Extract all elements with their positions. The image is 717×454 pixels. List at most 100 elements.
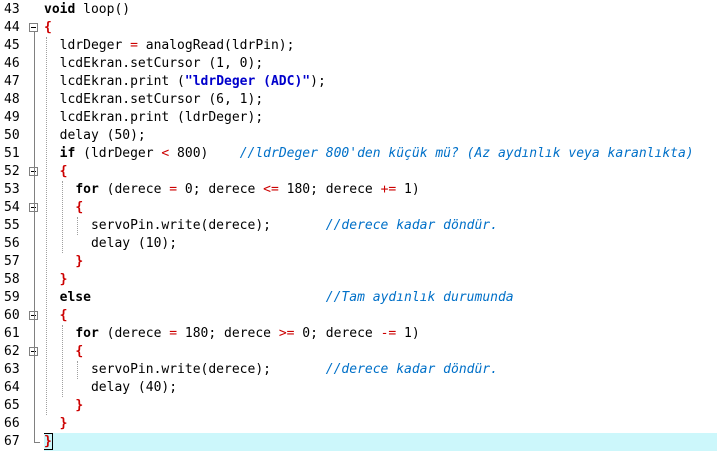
code-line[interactable]: delay (40); bbox=[44, 379, 717, 397]
indent-guide bbox=[61, 325, 63, 397]
code-area[interactable]: void loop(){ ldrDeger = analogRead(ldrPi… bbox=[44, 0, 717, 454]
code-token: = bbox=[169, 326, 178, 341]
code-line[interactable]: if (ldrDeger < 800) //ldrDeger 800'den k… bbox=[44, 145, 717, 163]
code-line[interactable]: lcdEkran.print (ldrDeger); bbox=[44, 109, 717, 127]
code-token: 1) bbox=[396, 182, 420, 197]
line-number: 66 bbox=[4, 416, 20, 431]
code-token: else bbox=[59, 290, 91, 305]
code-token: lcdEkran.setCursor (1, 0); bbox=[44, 56, 264, 71]
code-token bbox=[91, 290, 326, 305]
code-token: "ldrDeger (ADC)" bbox=[184, 74, 311, 89]
code-token: ldrDeger bbox=[44, 38, 131, 53]
code-line[interactable]: { bbox=[44, 343, 717, 361]
code-token: 800) bbox=[169, 146, 240, 161]
line-number: 47 bbox=[4, 74, 20, 89]
code-token: -= bbox=[380, 326, 397, 341]
code-token: } bbox=[44, 433, 53, 450]
line-number: 59 bbox=[4, 290, 20, 305]
code-line[interactable]: { bbox=[44, 307, 717, 325]
fold-toggle-icon[interactable] bbox=[29, 203, 38, 212]
code-token: <= bbox=[263, 182, 279, 197]
code-token bbox=[44, 182, 75, 197]
line-number: 48 bbox=[4, 92, 20, 107]
line-number: 55 bbox=[4, 218, 20, 233]
code-token: servoPin.write(derece); bbox=[44, 362, 326, 377]
code-token: (ldrDeger bbox=[75, 146, 162, 161]
code-token: = bbox=[130, 38, 138, 53]
line-number: 60 bbox=[4, 308, 20, 323]
code-token: 0; derece bbox=[294, 326, 381, 341]
code-token: } bbox=[75, 398, 84, 413]
code-token: >= bbox=[278, 326, 295, 341]
fold-end-marker bbox=[34, 442, 40, 443]
line-number: 67 bbox=[4, 434, 20, 449]
code-line[interactable]: delay (10); bbox=[44, 235, 717, 253]
line-number: 49 bbox=[4, 110, 20, 125]
code-line[interactable]: delay (50); bbox=[44, 127, 717, 145]
line-number: 54 bbox=[4, 200, 20, 215]
code-token: { bbox=[59, 164, 68, 179]
indent-guide bbox=[77, 361, 79, 379]
code-token: if bbox=[59, 146, 76, 161]
line-number: 64 bbox=[4, 380, 20, 395]
line-number: 53 bbox=[4, 182, 20, 197]
code-token: delay (40); bbox=[44, 380, 178, 395]
fold-margin[interactable] bbox=[27, 0, 44, 454]
code-token: } bbox=[75, 254, 84, 269]
indent-guide bbox=[61, 181, 63, 253]
code-line[interactable]: } bbox=[44, 271, 717, 289]
code-line[interactable]: lcdEkran.setCursor (6, 1); bbox=[44, 91, 717, 109]
code-line[interactable]: { bbox=[44, 199, 717, 217]
code-line[interactable]: for (derece = 0; derece <= 180; derece +… bbox=[44, 181, 717, 199]
code-line[interactable]: } bbox=[44, 397, 717, 415]
code-token bbox=[44, 398, 75, 413]
fold-toggle-icon[interactable] bbox=[29, 167, 38, 176]
code-token: { bbox=[75, 200, 84, 215]
line-number: 45 bbox=[4, 38, 20, 53]
code-token: (derece bbox=[98, 182, 170, 197]
code-line[interactable]: } bbox=[44, 415, 717, 433]
fold-toggle-icon[interactable] bbox=[29, 23, 38, 32]
line-number: 44 bbox=[4, 20, 20, 35]
line-number: 50 bbox=[4, 128, 20, 143]
code-line[interactable]: for (derece = 180; derece >= 0; derece -… bbox=[44, 325, 717, 343]
code-token: { bbox=[59, 308, 68, 323]
code-token: lcdEkran.print ( bbox=[44, 74, 185, 89]
code-token: < bbox=[161, 146, 170, 161]
current-code-line[interactable]: } bbox=[44, 433, 717, 451]
code-token: lcdEkran.setCursor (6, 1); bbox=[44, 92, 264, 107]
code-line[interactable]: lcdEkran.print ("ldrDeger (ADC)"); bbox=[44, 73, 717, 91]
line-number: 62 bbox=[4, 344, 20, 359]
code-line[interactable]: void loop() bbox=[44, 1, 717, 19]
line-number: 46 bbox=[4, 56, 20, 71]
code-line[interactable]: lcdEkran.setCursor (1, 0); bbox=[44, 55, 717, 73]
code-line[interactable]: { bbox=[44, 163, 717, 181]
code-token: analogRead(ldrPin); bbox=[137, 38, 295, 53]
code-token: for bbox=[75, 326, 99, 341]
line-number: 58 bbox=[4, 272, 20, 287]
code-line[interactable]: { bbox=[44, 19, 717, 37]
code-token: loop() bbox=[75, 2, 131, 17]
line-number: 51 bbox=[4, 146, 20, 161]
fold-tree-line bbox=[34, 32, 35, 442]
code-token: ); bbox=[310, 74, 326, 89]
indent-guide bbox=[46, 37, 47, 415]
code-token: (derece bbox=[98, 326, 170, 341]
code-line[interactable]: servoPin.write(derece); //derece kadar d… bbox=[44, 361, 717, 379]
line-number: 52 bbox=[4, 164, 20, 179]
line-number: 63 bbox=[4, 362, 20, 377]
code-line[interactable]: else //Tam aydınlık durumunda bbox=[44, 289, 717, 307]
fold-toggle-icon[interactable] bbox=[29, 311, 38, 320]
code-line[interactable]: } bbox=[44, 253, 717, 271]
code-token bbox=[44, 416, 60, 431]
code-token: { bbox=[44, 20, 52, 35]
line-number: 57 bbox=[4, 254, 20, 269]
code-token: delay (50); bbox=[44, 128, 146, 143]
fold-toggle-icon[interactable] bbox=[29, 347, 38, 356]
code-token: } bbox=[59, 272, 68, 287]
code-line[interactable]: ldrDeger = analogRead(ldrPin); bbox=[44, 37, 717, 55]
line-number: 43 bbox=[4, 2, 20, 17]
code-token: 1) bbox=[396, 326, 420, 341]
code-line[interactable]: servoPin.write(derece); //derece kadar d… bbox=[44, 217, 717, 235]
